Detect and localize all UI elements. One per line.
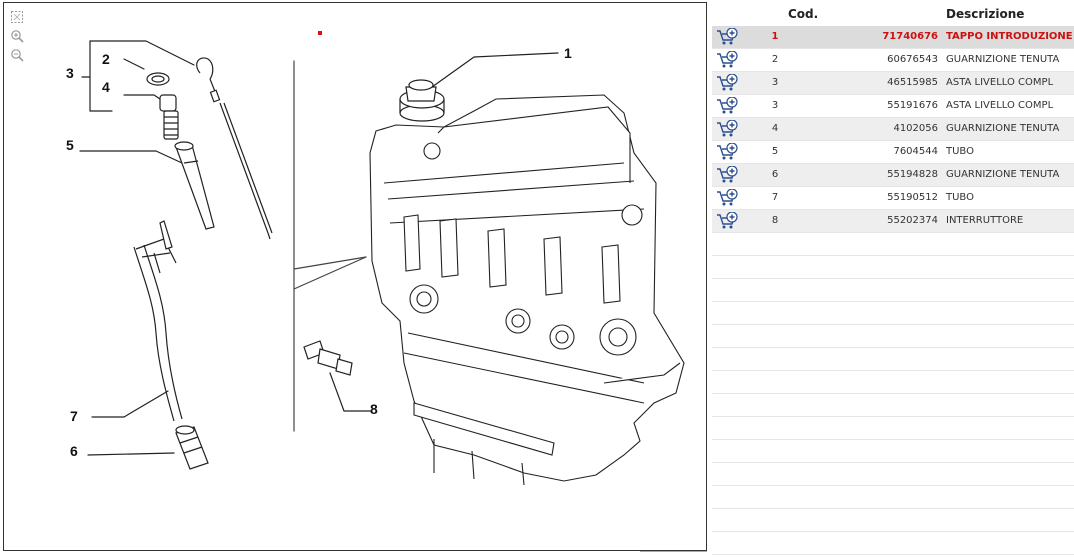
oil-cap-part (399, 79, 445, 122)
add-to-cart-icon[interactable] (716, 51, 738, 69)
position-cell: 2 (771, 54, 779, 65)
code-cell: 55194828 (887, 169, 938, 180)
code-cell: 60676543 (887, 54, 938, 65)
table-row[interactable]: 3 55191676 ASTA LIVELLO COMPL (712, 95, 1074, 118)
fit-icon[interactable] (10, 10, 24, 24)
empty-row (712, 279, 1074, 302)
add-to-cart-icon[interactable] (716, 120, 738, 138)
callout-2[interactable]: 2 (102, 51, 110, 67)
code-cell: 55190512 (887, 192, 938, 203)
parts-table: Cod. Descrizione 1 71740676 TAPPO INTRODUZ… (712, 2, 1074, 555)
position-cell: 3 (771, 100, 779, 111)
position-cell: 1 (771, 31, 779, 42)
seal-part (159, 94, 179, 140)
table-row[interactable]: 2 60676543 GUARNIZIONE TENUTA (712, 49, 1074, 72)
tube-part-7 (133, 220, 183, 422)
code-cell: 7604544 (893, 146, 938, 157)
empty-row (712, 440, 1074, 463)
callout-7[interactable]: 7 (70, 408, 78, 424)
code-cell: 55202374 (887, 215, 938, 226)
add-to-cart-icon[interactable] (716, 28, 738, 46)
callout-5[interactable]: 5 (66, 137, 74, 153)
table-row[interactable]: 1 71740676 TAPPO INTRODUZIONE (712, 26, 1074, 49)
zoom-toolbar (10, 10, 26, 67)
empty-row (712, 233, 1074, 256)
description-cell: GUARNIZIONE TENUTA (946, 54, 1060, 65)
table-row[interactable]: 8 55202374 INTERRUTTORE (712, 210, 1074, 233)
add-to-cart-icon[interactable] (716, 74, 738, 92)
position-cell: 8 (771, 215, 779, 226)
seal-ring-part (146, 72, 170, 86)
position-cell: 4 (771, 123, 779, 134)
empty-row (712, 348, 1074, 371)
description-cell: GUARNIZIONE TENUTA (946, 123, 1060, 134)
empty-row (712, 302, 1074, 325)
position-cell: 3 (771, 77, 779, 88)
callout-3[interactable]: 3 (66, 65, 74, 81)
engine-line-drawing (79, 40, 685, 486)
code-cell: 55191676 (887, 100, 938, 111)
code-cell: 46515985 (887, 77, 938, 88)
empty-row (712, 532, 1074, 555)
table-row[interactable]: 3 46515985 ASTA LIVELLO COMPL (712, 72, 1074, 95)
add-to-cart-icon[interactable] (716, 97, 738, 115)
empty-row (712, 371, 1074, 394)
callout-8[interactable]: 8 (370, 401, 378, 417)
description-cell: TUBO (946, 192, 974, 203)
description-cell: ASTA LIVELLO COMPL (946, 77, 1054, 88)
description-cell: TAPPO INTRODUZIONE (946, 31, 1073, 42)
column-header-description[interactable]: Descrizione (946, 7, 1025, 21)
code-cell: 71740676 (882, 31, 938, 42)
add-to-cart-icon[interactable] (716, 189, 738, 207)
callout-6[interactable]: 6 (70, 443, 78, 459)
table-row[interactable]: 5 7604544 TUBO (712, 141, 1074, 164)
position-cell: 6 (771, 169, 779, 180)
empty-row (712, 463, 1074, 486)
parts-table-header: Cod. Descrizione (712, 2, 1074, 26)
empty-row (712, 509, 1074, 532)
callout-1[interactable]: 1 (564, 45, 572, 61)
empty-row (712, 394, 1074, 417)
hotspot-marker[interactable] (318, 31, 322, 35)
parts-table-empty-rows (712, 233, 1074, 555)
description-cell: ASTA LIVELLO COMPL (946, 100, 1054, 111)
exploded-diagram-panel[interactable]: 1 2 3 4 5 6 7 8 (3, 2, 707, 551)
description-cell: TUBO (946, 146, 974, 157)
table-row[interactable]: 7 55190512 TUBO (712, 187, 1074, 210)
switch-part (303, 340, 353, 376)
position-cell: 7 (771, 192, 779, 203)
seal-part-6 (175, 425, 209, 470)
empty-row (712, 486, 1074, 509)
empty-row (712, 417, 1074, 440)
empty-row (712, 256, 1074, 279)
tube-part-5 (174, 141, 215, 230)
add-to-cart-icon[interactable] (716, 212, 738, 230)
zoom-in-icon[interactable] (10, 29, 24, 43)
description-cell: GUARNIZIONE TENUTA (946, 169, 1060, 180)
table-row[interactable]: 4 4102056 GUARNIZIONE TENUTA (712, 118, 1074, 141)
add-to-cart-icon[interactable] (716, 166, 738, 184)
callout-4[interactable]: 4 (102, 79, 110, 95)
dipstick-part (196, 57, 273, 240)
description-cell: INTERRUTTORE (946, 215, 1024, 226)
engine-block (369, 94, 685, 486)
add-to-cart-icon[interactable] (716, 143, 738, 161)
code-cell: 4102056 (893, 123, 938, 134)
column-header-code[interactable]: Cod. (788, 7, 819, 21)
position-cell: 5 (771, 146, 779, 157)
table-row[interactable]: 6 55194828 GUARNIZIONE TENUTA (712, 164, 1074, 187)
zoom-out-icon[interactable] (10, 48, 24, 62)
diagram-footer-divider (640, 551, 707, 558)
empty-row (712, 325, 1074, 348)
